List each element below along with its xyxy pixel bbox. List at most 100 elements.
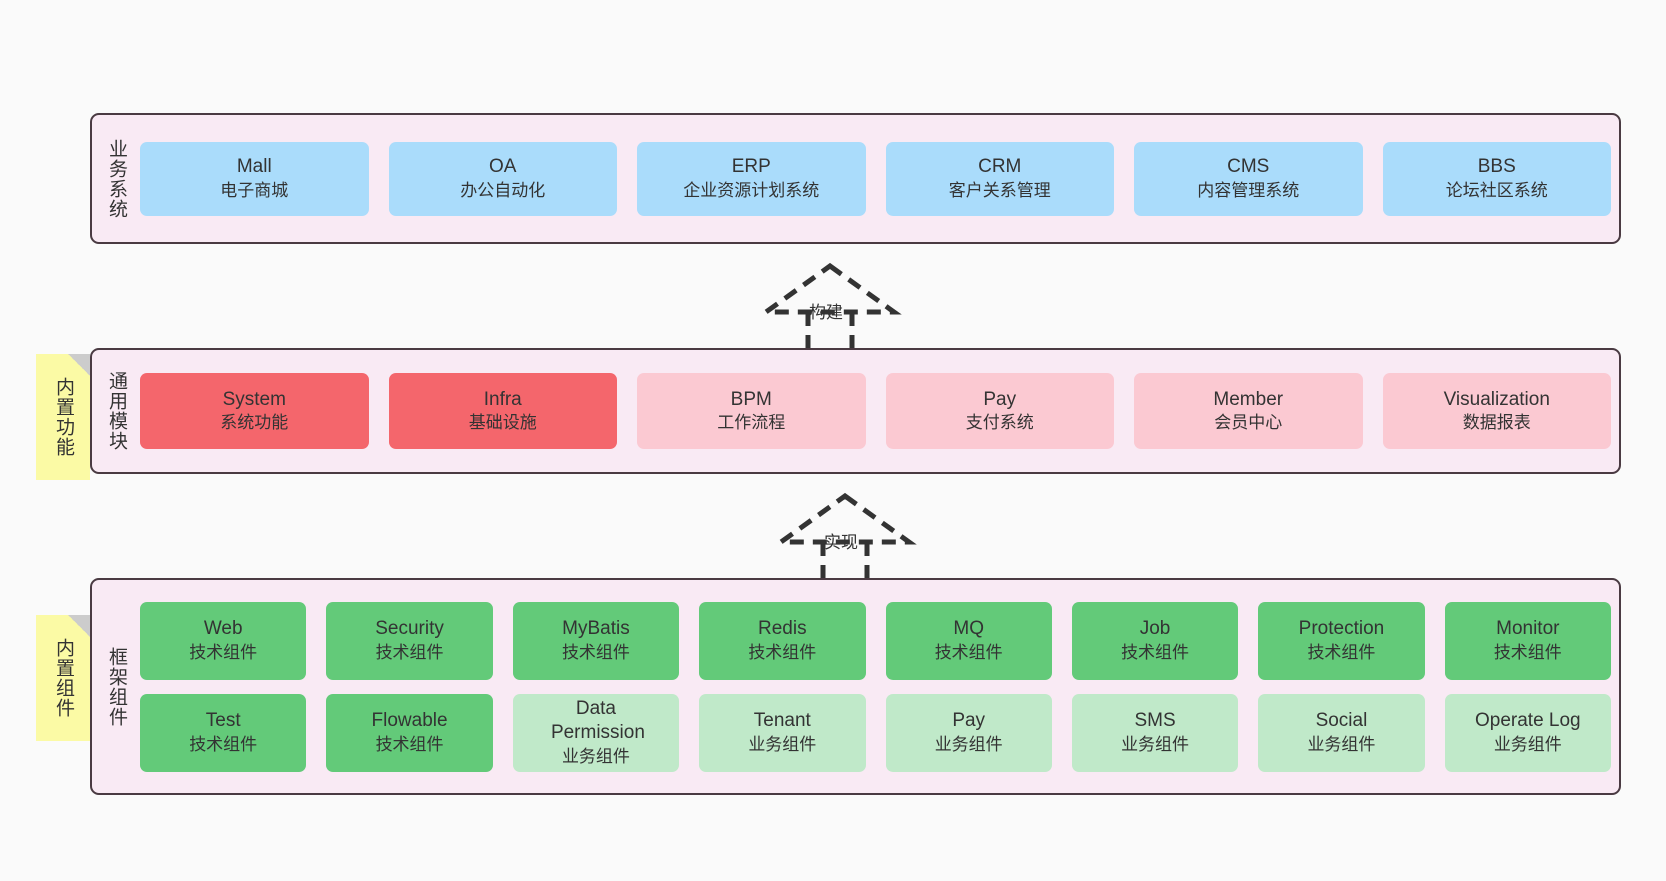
node-oa[interactable]: OA 办公自动化 (388, 141, 617, 216)
node-subtitle: 工作流程 (717, 413, 786, 433)
node-title: SMS (1134, 710, 1176, 732)
node-social[interactable]: Social 业务组件 (1258, 693, 1425, 772)
node-visualization[interactable]: Visualization 数据报表 (1382, 373, 1611, 449)
node-data-permission[interactable]: Data Permission 业务组件 (512, 693, 680, 772)
node-infra[interactable]: Infra 基础设施 (388, 373, 617, 449)
sticky-note-label: 内置组件 (53, 638, 75, 718)
node-title: Pay (983, 388, 1017, 410)
node-subtitle: 客户关系管理 (948, 180, 1051, 200)
layer-body-business-system: Mall 电子商城 OA 办公自动化 ERP 企业资源计划系统 CRM 客户关系… (140, 115, 1619, 242)
node-title: MQ (953, 618, 984, 640)
node-subtitle: 技术组件 (1307, 642, 1376, 662)
node-flowable[interactable]: Flowable 技术组件 (326, 693, 493, 772)
folded-corner-icon (68, 354, 90, 376)
node-title: ERP (731, 156, 771, 178)
node-title: Operate Log (1474, 710, 1581, 732)
node-row: Web 技术组件 Security 技术组件 MyBatis 技术组件 Redi… (140, 601, 1611, 680)
layer-business-system[interactable]: 业务系统 Mall 电子商城 OA 办公自动化 ERP 企业资源计划系统 CRM… (90, 113, 1621, 244)
node-subtitle: 内容管理系统 (1197, 180, 1300, 200)
node-subtitle: 业务组件 (1493, 734, 1562, 754)
node-subtitle: 系统功能 (220, 413, 289, 433)
node-subtitle: 业务组件 (561, 747, 630, 767)
node-web[interactable]: Web 技术组件 (140, 601, 307, 680)
node-title: OA (489, 156, 517, 178)
node-title: Tenant (753, 710, 811, 732)
node-subtitle: 技术组件 (375, 642, 444, 662)
node-subtitle: 技术组件 (1493, 642, 1562, 662)
node-subtitle: 办公自动化 (460, 180, 546, 200)
node-subtitle: 技术组件 (375, 734, 444, 754)
node-title: Security (375, 618, 444, 640)
connector-implement: 实现 (773, 492, 917, 578)
node-bpm[interactable]: BPM 工作流程 (637, 373, 866, 449)
node-monitor[interactable]: Monitor 技术组件 (1444, 601, 1611, 680)
layer-body-framework-component: Web 技术组件 Security 技术组件 MyBatis 技术组件 Redi… (140, 580, 1619, 793)
node-title: CMS (1227, 156, 1270, 178)
node-row: System 系统功能 Infra 基础设施 BPM 工作流程 Pay 支付系统… (140, 373, 1611, 449)
node-job[interactable]: Job 技术组件 (1071, 601, 1239, 680)
layer-caption-common-module: 通用模块 (106, 371, 128, 451)
node-subtitle: 业务组件 (748, 734, 817, 754)
node-subtitle: 技术组件 (189, 642, 258, 662)
node-title: Visualization (1443, 388, 1550, 410)
node-redis[interactable]: Redis 技术组件 (699, 601, 866, 680)
node-crm[interactable]: CRM 客户关系管理 (885, 141, 1114, 216)
node-subtitle: 技术组件 (189, 734, 258, 754)
node-subtitle: 技术组件 (1121, 642, 1190, 662)
node-security[interactable]: Security 技术组件 (326, 601, 493, 680)
node-subtitle: 技术组件 (934, 642, 1003, 662)
node-protection[interactable]: Protection 技术组件 (1258, 601, 1425, 680)
node-title: Web (203, 618, 243, 640)
node-pay-business[interactable]: Pay 业务组件 (885, 693, 1052, 772)
connector-label-build: 构建 (809, 303, 843, 322)
node-mybatis[interactable]: MyBatis 技术组件 (512, 601, 680, 680)
node-operate-log[interactable]: Operate Log 业务组件 (1444, 693, 1611, 772)
node-row: Test 技术组件 Flowable 技术组件 Data Permission … (140, 693, 1611, 772)
node-mall[interactable]: Mall 电子商城 (140, 141, 369, 216)
node-subtitle: 技术组件 (561, 642, 630, 662)
node-title: Protection (1298, 618, 1385, 640)
node-title: MyBatis (562, 618, 630, 640)
node-subtitle: 业务组件 (1121, 734, 1190, 754)
node-subtitle: 会员中心 (1214, 413, 1283, 433)
sticky-note-built-in-component[interactable]: 内置组件 (36, 615, 90, 741)
node-mq[interactable]: MQ 技术组件 (885, 601, 1052, 680)
node-pay[interactable]: Pay 支付系统 (885, 373, 1114, 449)
node-title: Test (205, 710, 241, 732)
node-erp[interactable]: ERP 企业资源计划系统 (637, 141, 866, 216)
sticky-note-label: 内置功能 (53, 377, 75, 457)
node-test[interactable]: Test 技术组件 (140, 693, 307, 772)
node-title: Job (1139, 618, 1171, 640)
layer-framework-component[interactable]: 框架组件 Web 技术组件 Security 技术组件 MyBatis 技术组件… (90, 578, 1621, 795)
sticky-note-built-in-function[interactable]: 内置功能 (36, 354, 90, 480)
node-title: Social (1315, 710, 1368, 732)
node-title: Mall (236, 156, 272, 178)
node-subtitle: 支付系统 (965, 413, 1034, 433)
node-subtitle: 业务组件 (1307, 734, 1376, 754)
node-subtitle: 论坛社区系统 (1445, 180, 1548, 200)
node-title: Member (1213, 388, 1284, 410)
generalization-arrow-icon (758, 262, 902, 348)
folded-corner-icon (68, 615, 90, 637)
node-title: Data Permission (550, 697, 645, 744)
node-title: Infra (483, 388, 522, 410)
node-subtitle: 业务组件 (934, 734, 1003, 754)
node-row: Mall 电子商城 OA 办公自动化 ERP 企业资源计划系统 CRM 客户关系… (140, 141, 1611, 216)
layer-caption-framework-component: 框架组件 (106, 646, 128, 727)
node-subtitle: 电子商城 (220, 180, 289, 200)
node-title: Pay (952, 710, 986, 732)
node-title: CRM (978, 156, 1022, 178)
node-title: BBS (1477, 156, 1516, 178)
node-sms[interactable]: SMS 业务组件 (1071, 693, 1239, 772)
node-member[interactable]: Member 会员中心 (1134, 373, 1363, 449)
node-bbs[interactable]: BBS 论坛社区系统 (1382, 141, 1611, 216)
node-system[interactable]: System 系统功能 (140, 373, 369, 449)
node-subtitle: 技术组件 (748, 642, 817, 662)
layer-common-module[interactable]: 通用模块 System 系统功能 Infra 基础设施 BPM 工作流程 Pay… (90, 348, 1621, 474)
node-title: BPM (730, 388, 772, 410)
node-tenant[interactable]: Tenant 业务组件 (699, 693, 866, 772)
node-title: System (222, 388, 286, 410)
connector-build: 构建 (758, 262, 902, 348)
node-cms[interactable]: CMS 内容管理系统 (1134, 141, 1363, 216)
node-title: Flowable (371, 710, 448, 732)
